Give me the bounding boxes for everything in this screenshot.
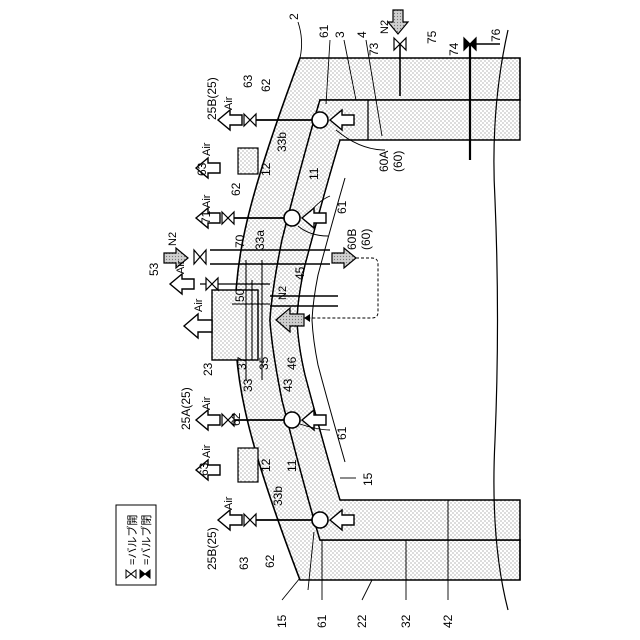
- ref-43: 43: [281, 378, 295, 392]
- ref-12-upper: 12: [259, 162, 273, 176]
- air-outlet-arrow-lower-left: [218, 510, 242, 530]
- ref-33b-lower: 33b: [271, 486, 285, 506]
- ref-62-lower-left: 62: [263, 554, 277, 568]
- valve-open-53: [206, 278, 218, 290]
- ref-23: 23: [201, 362, 215, 376]
- legend-closed-text: =バルブ閉: [139, 515, 153, 565]
- ref-61-top: 61: [317, 24, 331, 38]
- ref-63-upper-right: 63: [241, 74, 255, 88]
- ref-25b-lower: 25B(25): [205, 527, 219, 570]
- ref-50: 50: [233, 288, 247, 302]
- ref-22-bottom: 22: [355, 614, 369, 628]
- ref-53: 53: [147, 262, 161, 276]
- n2-label-top-left: N2: [167, 232, 179, 246]
- air-outlet-arrow-center: [184, 314, 212, 338]
- ref-62-lower-mid: 62: [229, 412, 243, 426]
- ring-61-upper-right: [312, 112, 328, 128]
- ref-63-upper-mid: 63: [195, 162, 209, 176]
- ref-46: 46: [285, 356, 299, 370]
- ref-15-bottom: 15: [275, 614, 289, 628]
- ring-61-lower-mid: [284, 412, 300, 428]
- ref-60b: 60B: [345, 229, 359, 250]
- n2-return-arrowhead: [304, 314, 310, 322]
- air-label-3: Air: [201, 194, 213, 208]
- ref-11-lower: 11: [285, 459, 299, 472]
- ref-32-bottom: 32: [399, 614, 413, 628]
- ref-62-upper-mid: 62: [229, 182, 243, 196]
- ref-60a: 60A: [377, 151, 391, 172]
- ref-25b-upper: 25B(25): [205, 77, 219, 120]
- legend-open-text: =バルブ開: [125, 515, 139, 565]
- air-label-8: Air: [223, 496, 235, 510]
- ref-73: 73: [367, 42, 381, 56]
- ref-60a-group: (60): [391, 151, 405, 172]
- valve-open-upper-mid: [222, 212, 234, 224]
- ref-74: 74: [447, 42, 461, 56]
- ref-25a: 25A(25): [179, 387, 193, 430]
- ref-61-upper-mid: 61: [335, 200, 349, 214]
- valve-open-upper-right: [244, 114, 256, 126]
- air-label-4: Air: [175, 260, 187, 274]
- ref-63-lower-mid: 63: [197, 462, 211, 476]
- ref-33: 33: [241, 378, 255, 392]
- ref-60b-group: (60): [359, 229, 373, 250]
- ref-15-right: 15: [361, 472, 375, 486]
- ref-70: 70: [233, 234, 247, 248]
- ref-75: 75: [425, 30, 439, 44]
- air-label-6: Air: [201, 396, 213, 410]
- valve-open-lower-left: [244, 514, 256, 526]
- ref-3: 3: [333, 31, 347, 38]
- ref-12-lower: 12: [259, 458, 273, 472]
- n2-return-loop: [304, 258, 378, 318]
- n2-label-top-right: N2: [379, 20, 391, 34]
- air-label-2: Air: [201, 142, 213, 156]
- air-label-1: Air: [223, 96, 235, 110]
- n2-arrow-pipe70-out: [332, 248, 356, 268]
- ref-11-upper: 11: [307, 167, 321, 180]
- ref-61-lower-mid: 61: [335, 426, 349, 440]
- ref-61-bottom: 61: [315, 614, 329, 628]
- ref-33a: 33a: [253, 230, 267, 250]
- ref-42-bottom: 42: [441, 614, 455, 628]
- ref-63-lower-left: 63: [237, 556, 251, 570]
- ref-45: 45: [293, 266, 307, 280]
- ref-2: 2: [287, 13, 301, 20]
- ref-4: 4: [355, 31, 369, 38]
- ref-62-upper-right: 62: [259, 78, 273, 92]
- air-outlet-arrow-53: [170, 274, 194, 294]
- ref-33b-upper: 33b: [275, 132, 289, 152]
- air-label-5: Air: [193, 298, 205, 312]
- upper-port-block: [238, 148, 258, 174]
- lower-port-block: [238, 448, 258, 482]
- ref-35: 35: [257, 356, 271, 370]
- air-outlet-arrow-lower-mid: [196, 410, 220, 430]
- ref-37: 37: [235, 356, 249, 370]
- valve-open-71: [194, 250, 206, 264]
- air-label-7: Air: [201, 444, 213, 458]
- ref-71: 71: [199, 210, 213, 224]
- n2-arrow-top-right: [388, 10, 408, 34]
- air-outlet-arrow-upper-right: [218, 110, 242, 130]
- n2-label-inner: N2: [277, 286, 289, 300]
- ring-61-lower-left: [312, 512, 328, 528]
- ring-61-upper-mid: [284, 210, 300, 226]
- ref-76: 76: [489, 28, 503, 42]
